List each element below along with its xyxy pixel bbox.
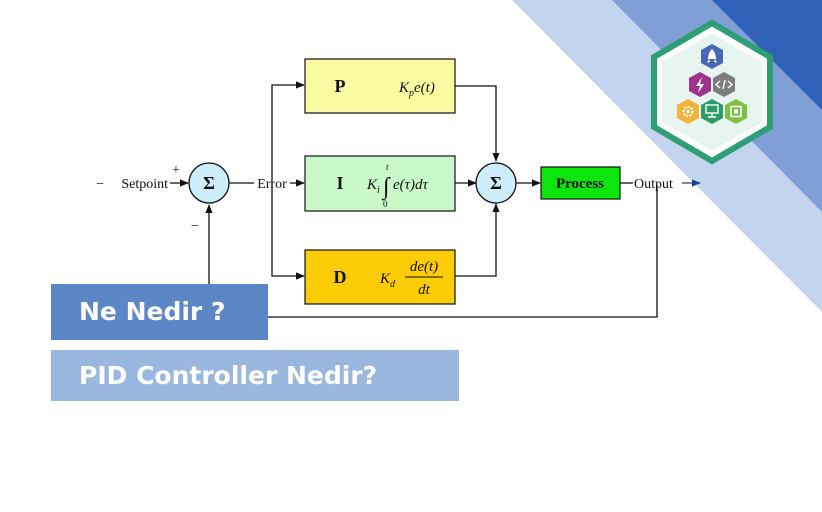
process-block [540,166,621,200]
derivative-denominator: dt [418,282,431,298]
plus-sign: + [172,163,180,178]
d-block-letter: D [334,267,347,287]
rocket-icon [701,44,723,69]
output-label: Output [634,177,673,192]
subtitle-banner: PID Controller Nedir? [51,350,459,401]
minus-sign: − [191,219,199,234]
p-gain-subscript: p [408,88,414,99]
subtitle-banner-text: PID Controller Nedir? [79,361,378,390]
d-gain-subscript: d [390,279,396,290]
summing-junction-1 [188,162,230,204]
derivative-numerator: de(t) [410,259,438,275]
p-block-formula: Kpe(t) [398,80,435,99]
p-gain: K [398,80,410,96]
integral-sign: ∫ [381,174,391,201]
logo [651,19,773,165]
i-block-letter: I [336,173,343,193]
bolt-icon [689,72,711,97]
monitor-icon [701,99,723,124]
d-gain-formula: Kd [379,271,396,290]
code-icon [713,72,735,97]
i-gain-subscript: i [377,185,380,196]
process-label: Process [556,176,604,192]
gear-icon [677,99,699,124]
sum-symbol-1: Σ [203,173,215,193]
i-gain: K [366,177,378,193]
branch-to-d-line [271,183,305,280]
branch-to-p-line [271,81,305,183]
i-block [304,155,456,212]
i-gain-formula: Ki [366,177,380,196]
integrand: e(τ)dτ [393,177,429,193]
d-to-sum-line [455,203,500,277]
d-block [304,249,456,305]
p-to-sum-line [455,85,500,162]
d-gain: K [379,271,391,287]
integral-lower-limit: 0 [383,199,388,209]
feedback-line [205,185,658,318]
sum-symbol-2: Σ [490,173,502,193]
chip-icon [725,99,747,124]
p-block-letter: P [335,76,346,96]
title-banner: Ne Nedir ? [51,284,268,340]
integral-upper-limit: t [386,162,389,172]
title-banner-text: Ne Nedir ? [79,297,226,326]
p-term: e(t) [414,80,435,96]
setpoint-label: Setpoint [121,177,168,192]
p-block [304,58,456,114]
summing-junction-2 [475,162,517,204]
setpoint-dash: − [96,177,104,192]
error-label: Error [257,177,287,192]
